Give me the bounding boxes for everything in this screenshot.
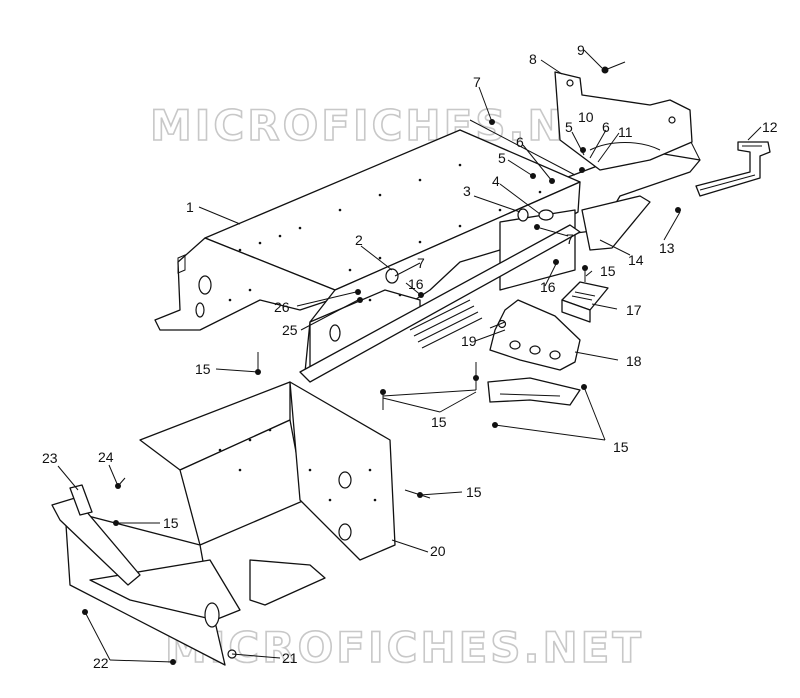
callout-15-c: 15: [431, 414, 447, 430]
callout-1: 1: [186, 199, 194, 215]
box-part-17: [561, 281, 609, 323]
bracket-part-18: [489, 299, 581, 371]
gusset-part-23: [51, 484, 141, 586]
callout-14: 14: [628, 252, 644, 268]
callout-19: 19: [461, 333, 477, 349]
rear-bumper-part-12: [695, 141, 771, 197]
callout-9: 9: [577, 42, 585, 58]
tunnel-body-part-1: [154, 119, 581, 383]
callout-22: 22: [93, 655, 109, 671]
callout-3: 3: [463, 183, 471, 199]
callout-10: 10: [578, 109, 594, 125]
callout-15-f: 15: [163, 515, 179, 531]
callout-24: 24: [98, 449, 114, 465]
side-shield-part-14: [581, 195, 651, 251]
watermark-bottom: MICROFICHES.NET: [165, 623, 644, 672]
callout-16-b: 16: [540, 279, 556, 295]
callout-2: 2: [355, 232, 363, 248]
callout-11: 11: [618, 124, 633, 140]
callout-15-b: 15: [195, 361, 211, 377]
leader-lines: [57, 49, 762, 663]
callout-8: 8: [529, 51, 537, 67]
lower-bracket-part-19: [487, 377, 581, 406]
callout-5a: 5: [498, 150, 506, 166]
callout-15-e: 15: [466, 484, 482, 500]
rear-bracket-part-8: [554, 71, 693, 171]
callout-7c: 7: [417, 255, 425, 271]
callout-13: 13: [659, 240, 675, 256]
callout-17: 17: [626, 302, 642, 318]
callout-6b: 6: [602, 119, 610, 135]
callout-12: 12: [762, 119, 778, 135]
callout-26: 26: [274, 299, 290, 315]
callout-7a: 7: [473, 74, 481, 90]
callout-4: 4: [492, 173, 500, 189]
callout-25: 25: [282, 322, 298, 338]
callout-20: 20: [430, 543, 446, 559]
callout-23: 23: [42, 450, 58, 466]
callout-21: 21: [282, 650, 298, 666]
callout-15-d: 15: [613, 439, 629, 455]
callout-7b: 7: [566, 231, 574, 247]
callout-labels: 1 2 3 4 5 5 6 6 7 7 7 8 9 10 11 12 13 14…: [42, 42, 778, 671]
callout-15-a: 15: [600, 263, 616, 279]
callout-5b: 5: [565, 119, 573, 135]
callout-16-a: 16: [408, 276, 424, 292]
watermark-top: MICROFICHES.NET: [150, 101, 629, 150]
callout-6a: 6: [516, 134, 524, 150]
callout-18: 18: [626, 353, 642, 369]
